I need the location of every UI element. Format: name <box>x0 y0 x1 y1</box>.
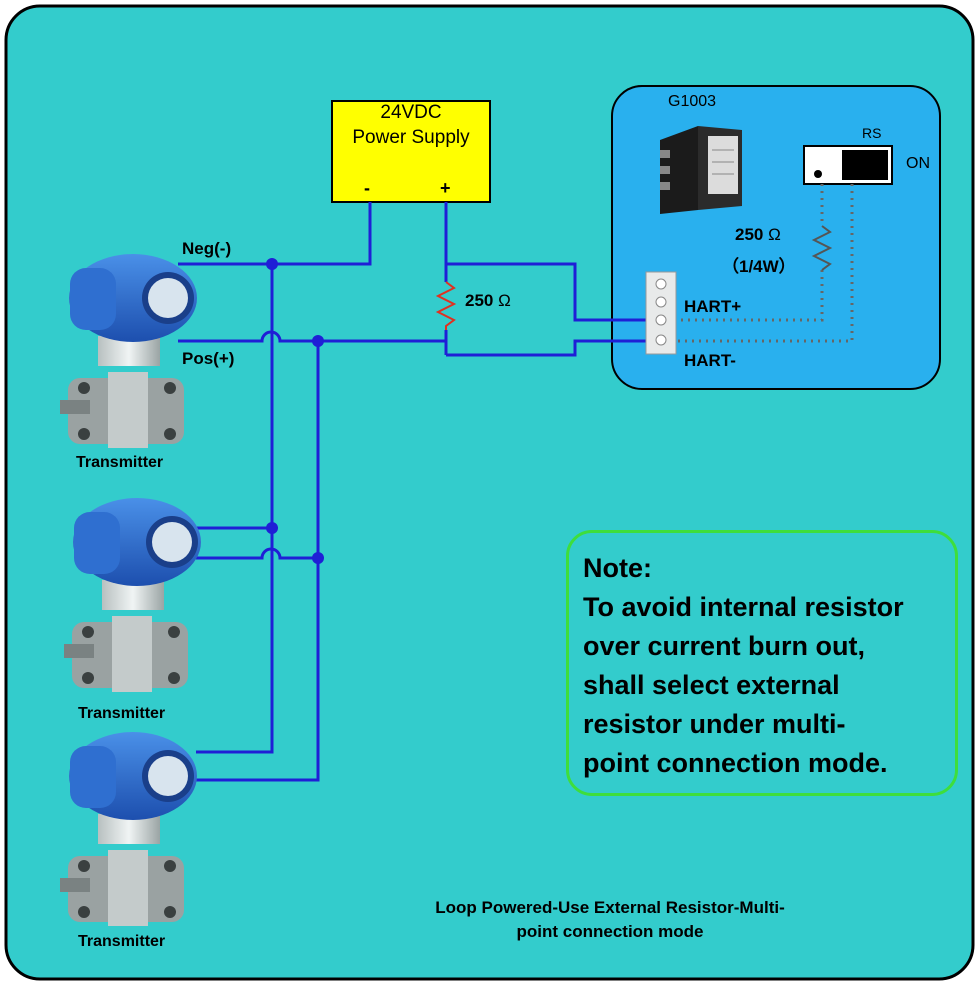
internal-resistor-label: 250 Ω <box>735 226 781 243</box>
junctions <box>266 258 324 564</box>
transmitter-icon-1 <box>60 254 197 448</box>
external-resistor-value: 250 <box>465 291 494 310</box>
internal-resistor-power: （1/4W） <box>722 257 796 276</box>
power-supply-name: Power Supply <box>352 127 470 148</box>
note-line: To avoid internal resistor <box>583 592 904 622</box>
external-resistor-label: 250 Ω <box>465 292 511 309</box>
transmitter-label: Transmitter <box>78 705 166 722</box>
internal-wiring <box>668 184 854 343</box>
hart-minus-label: HART- <box>684 351 736 370</box>
hart-terminal-block <box>645 271 677 355</box>
internal-resistor-value: 250 <box>735 225 764 244</box>
neg-bus <box>196 264 274 754</box>
transmitter-label: Transmitter <box>76 454 164 471</box>
pos-bus-vertical <box>196 341 320 782</box>
hart-plus-wire <box>446 262 650 322</box>
junction-dot <box>312 552 324 564</box>
external-resistor-unit: Ω <box>498 291 511 310</box>
transmitter-icon-2 <box>64 498 201 692</box>
hart-minus-wire <box>446 339 650 357</box>
power-supply-pos-terminal: + <box>440 178 451 198</box>
power-supply-voltage: 24VDC <box>380 102 442 123</box>
hart-plus-label: HART+ <box>684 297 742 316</box>
transmitter-icon-3 <box>60 732 197 926</box>
junction-dot <box>312 335 324 347</box>
caption-line: Loop Powered-Use External Resistor-Multi… <box>435 898 785 917</box>
neg-wire <box>178 202 372 266</box>
junction-dot <box>266 258 278 270</box>
diagram-caption: Loop Powered-Use External Resistor-Multi… <box>300 896 920 944</box>
power-supply-neg-terminal: - <box>364 178 370 198</box>
note-line: over current burn out, <box>583 631 866 661</box>
internal-resistor-unit: Ω <box>768 225 781 244</box>
transmitter-label: Transmitter <box>78 933 166 950</box>
power-supply-box <box>331 100 491 203</box>
note-line: point connection mode. <box>583 748 888 778</box>
module-model-label: G1003 <box>668 93 717 110</box>
wires <box>178 202 650 782</box>
g1003-device-icon <box>660 126 742 214</box>
tx2-pos <box>196 547 318 560</box>
note-box: Note: To avoid internal resistor over cu… <box>566 530 958 796</box>
rs-switch <box>803 145 893 185</box>
junction-dot <box>266 522 278 534</box>
switch-label: RS <box>862 125 882 141</box>
internal-resistor <box>811 225 833 271</box>
neg-wire-label: Neg(-) <box>182 239 232 258</box>
note-line: shall select external <box>583 670 840 700</box>
caption-line: point connection mode <box>516 922 704 941</box>
switch-state-label: ON <box>906 155 930 172</box>
note-title: Note: <box>583 553 652 583</box>
power-supply-label: 24VDC Power Supply <box>332 100 490 150</box>
note-line: resistor under multi- <box>583 709 846 739</box>
external-resistor <box>435 264 457 330</box>
pos-wire-label: Pos(+) <box>182 349 235 368</box>
